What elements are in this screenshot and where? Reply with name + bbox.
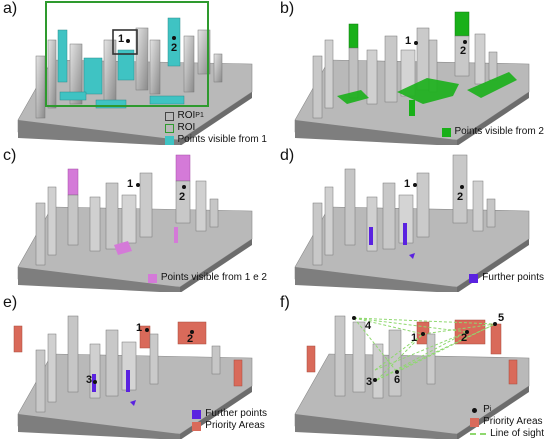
roi-rectangle: [45, 1, 209, 107]
legend-e: Further points Priority Areas: [192, 408, 267, 432]
panel-d: d) 1 2 Further points: [277, 147, 550, 292]
legend-b: Points visible from 2: [441, 126, 544, 138]
panel-label: f): [280, 294, 290, 311]
panel-label: c): [3, 147, 17, 164]
point-3-label: 3: [366, 376, 373, 388]
purple-swatch: [469, 273, 479, 283]
city-model-a: [17, 1, 253, 145]
line-of-sight-lines: [353, 317, 496, 381]
point-2-label: 2: [457, 191, 464, 203]
city-model-b: [294, 11, 530, 145]
legend-item: Points visible from 1: [164, 134, 267, 145]
point-5-marker: [493, 322, 497, 326]
cyan-swatch: [164, 135, 174, 145]
legend-label: Line of sight: [490, 428, 544, 439]
legend-label: Points visible from 1 e 2: [160, 272, 267, 283]
legend-label: ROI: [177, 110, 196, 121]
line-of-sight-swatch: [470, 433, 487, 435]
panel-label: d): [280, 147, 295, 164]
point-4-label: 4: [365, 320, 372, 332]
point-dot-swatch: [472, 407, 478, 413]
green-swatch: [441, 127, 451, 137]
roi-swatch: [164, 123, 174, 133]
point-5-label: 5: [498, 312, 505, 324]
point-6-label: 6: [394, 374, 401, 386]
panel-e: e) 1 2 3 Further points Priority Areas: [0, 294, 273, 439]
panel-c: c) 1 2 Points visible from 1 e 2: [0, 147, 273, 292]
legend-label: Priority Areas: [483, 416, 543, 427]
point-1-label: 1: [127, 178, 134, 190]
point-6-marker: [395, 370, 399, 374]
point-2-label: 2: [460, 45, 467, 57]
legend-item: Further points: [192, 408, 267, 420]
point-1-marker: [413, 183, 417, 187]
panel-label: e): [3, 294, 18, 311]
legend-label: Points visible from 2: [454, 126, 544, 137]
legend-subscript: i: [489, 406, 492, 413]
red-swatch: [192, 421, 202, 431]
legend-label: Further points: [205, 408, 267, 419]
point-3-marker: [373, 378, 377, 382]
point-1-label: 1: [136, 322, 143, 334]
legend-item: Points visible from 1 e 2: [147, 272, 267, 284]
roi-p1-rectangle: [112, 29, 138, 55]
point-2-marker: [463, 40, 467, 44]
point-2-label: 2: [171, 42, 178, 54]
legend-item: Further points: [469, 272, 544, 284]
legend-d: Further points: [469, 272, 544, 284]
panel-label: a): [3, 0, 18, 17]
point-2-marker: [465, 330, 469, 334]
pink-swatch: [147, 273, 157, 283]
panel-label: b): [280, 0, 295, 17]
point-4-marker: [352, 316, 356, 320]
point-2-marker: [182, 185, 186, 189]
point-1-label: 1: [404, 178, 411, 190]
legend-c: Points visible from 1 e 2: [147, 272, 267, 284]
panel-b: b) 1 2 Points visible from 2: [277, 0, 550, 145]
point-3-label: 3: [86, 374, 93, 386]
point-3-marker: [93, 380, 97, 384]
point-2-marker: [172, 36, 176, 40]
legend-item: Points visible from 2: [441, 126, 544, 138]
legend-label: P: [483, 404, 490, 415]
legend-item: Priority Areas: [192, 420, 267, 432]
point-1-label: 1: [411, 332, 418, 344]
legend-label: Further points: [482, 272, 544, 283]
roi-p1-swatch: [164, 111, 174, 121]
point-1-marker: [136, 183, 140, 187]
point-2-marker: [460, 185, 464, 189]
point-2-label: 2: [461, 332, 468, 344]
legend-item: Line of sight: [470, 428, 544, 439]
point-2-label: 2: [179, 191, 186, 203]
point-1-marker: [126, 39, 130, 43]
city-model-c: [17, 154, 253, 292]
point-1-marker: [414, 41, 418, 45]
point-1-label: 1: [118, 33, 125, 45]
point-1-marker: [421, 332, 425, 336]
point-2-label: 2: [187, 333, 194, 345]
point-2-marker: [190, 330, 194, 334]
city-model-d: [294, 154, 530, 292]
legend-label: Priority Areas: [205, 420, 265, 431]
purple-swatch: [192, 409, 202, 419]
legend-label: Points visible from 1: [177, 134, 267, 145]
legend-item: ROI: [164, 122, 267, 134]
point-1-label: 1: [405, 35, 412, 47]
legend-item: Priority Areas: [470, 416, 544, 428]
red-swatch: [470, 417, 480, 427]
legend-label: ROI: [177, 122, 196, 133]
legend-subscript: P1: [195, 112, 204, 119]
point-1-marker: [145, 328, 149, 332]
